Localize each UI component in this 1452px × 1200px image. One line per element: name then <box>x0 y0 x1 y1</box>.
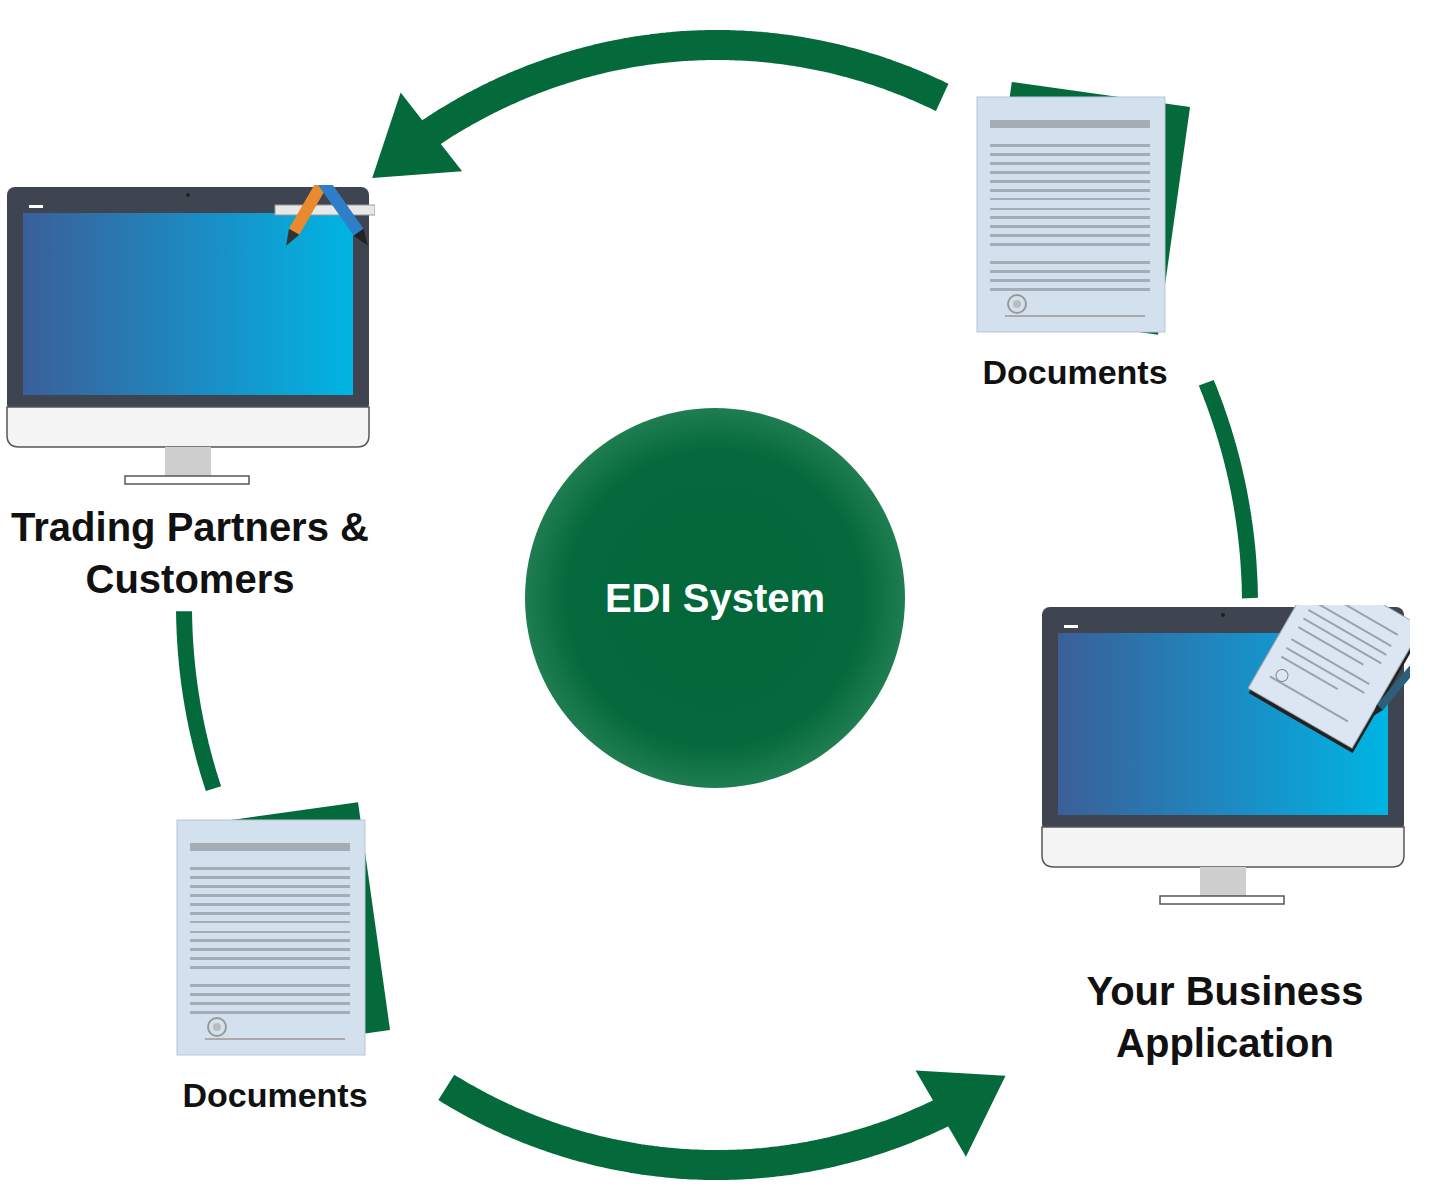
center-label: EDI System <box>605 572 825 624</box>
node-label: Documents <box>950 350 1200 394</box>
ring-arc <box>1206 383 1250 598</box>
monitor-illustration <box>1040 605 1410 905</box>
ring-connector <box>1206 383 1250 598</box>
business-monitor-node: Your Business Application <box>1005 605 1445 1069</box>
ring-connector <box>184 611 214 789</box>
document-node: Documents <box>110 795 440 1117</box>
arrow-head <box>916 1070 1006 1156</box>
node-label: Trading Partners & Customers <box>5 501 375 605</box>
document-illustration <box>155 795 395 1065</box>
monitor-illustration <box>5 185 375 485</box>
ring-connector <box>372 45 942 178</box>
ring-arc <box>446 1087 945 1165</box>
node-label: Your Business Application <box>1005 965 1445 1069</box>
edi-circle: EDI System <box>525 408 905 788</box>
ring-arc <box>428 45 942 135</box>
ring-arc <box>184 611 214 789</box>
document-illustration <box>955 72 1195 342</box>
ring-connector <box>446 1070 1005 1165</box>
partner-monitor-node: Trading Partners & Customers <box>5 185 375 605</box>
node-label: Documents <box>110 1073 440 1117</box>
document-node: Documents <box>950 72 1200 394</box>
arrow-head <box>372 92 462 178</box>
